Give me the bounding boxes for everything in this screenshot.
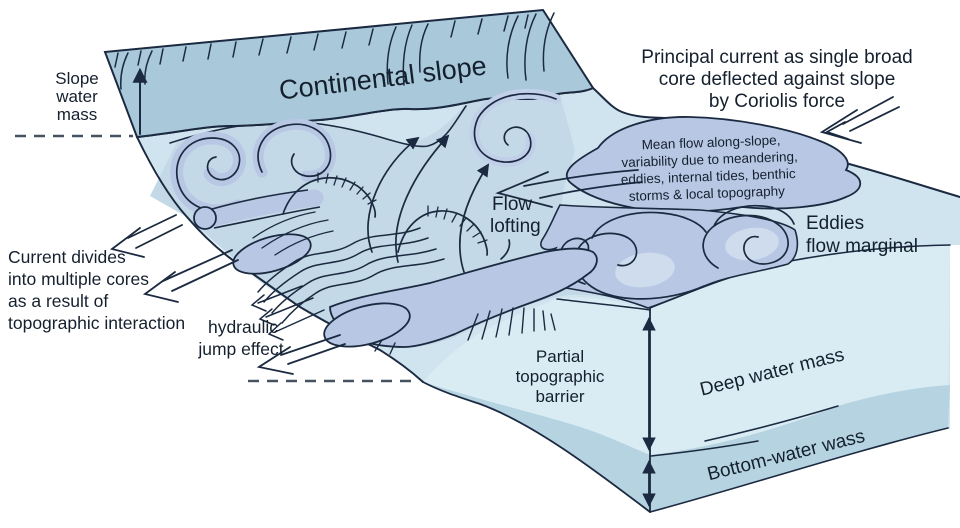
hydraulic-arrow-shaft [280, 334, 346, 365]
eddy-eye-right [725, 227, 779, 261]
hydraulic-arrow-head [256, 346, 294, 375]
partial-barrier-line2: topographic [516, 367, 605, 386]
eddy-spiral-left-2 [257, 123, 332, 177]
eddies-marginal-line1: Eddies [806, 213, 864, 234]
core-tube-end [193, 206, 217, 230]
band-boundary-line-a [650, 440, 759, 457]
multicore-streamlines [257, 227, 445, 324]
flow-lofting-line1: Flow [492, 194, 532, 215]
eddy-spiral-left-1 [175, 137, 241, 212]
coriolis-arrow [819, 96, 900, 144]
lofting-arrow-tail [500, 239, 511, 260]
lofting-arrow-3 [459, 163, 490, 273]
flow-lofting-arrows [367, 134, 511, 273]
mound-1-crest-hatch [317, 172, 377, 205]
mean-flow-arrow-head [495, 171, 553, 208]
slope-hatch-ticks [114, 14, 529, 68]
eddy-spiral-right-b-arm [713, 204, 795, 227]
partial-barrier-label: Partial topographic barrier [516, 347, 605, 406]
divides-arrow-2-shaft [162, 249, 239, 292]
principal-current-line1: Principal current as single broad [641, 47, 912, 68]
coriolis-arrow-inner-chevron [824, 121, 849, 140]
multicore-arrow-2 [258, 297, 314, 326]
multicore-arrow-3 [267, 309, 325, 341]
mean-flow-line4: storms & local topography [629, 183, 786, 203]
seafloor-front-edge [136, 136, 424, 383]
mean-flow-line1: Mean flow along-slope, [641, 133, 780, 153]
mean-flow-line3: eddies, internal tides, benthic [621, 166, 797, 187]
slope-water-mass-line2: water [55, 87, 98, 106]
principal-current-line2: core deflected against slope [659, 69, 896, 90]
eddy-spiral-right-a [574, 232, 705, 300]
barrier-face [423, 297, 650, 455]
bottom-right-edge [649, 427, 949, 513]
eddy-eye-left [615, 252, 675, 288]
mean-flow-core-blob [565, 116, 862, 213]
divides-arrow-1-shaft [127, 214, 183, 249]
lofting-arrow-1 [367, 136, 420, 253]
flow-lofting-label: Flow lofting [490, 194, 541, 237]
coriolis-arrow-shaft-b [849, 106, 900, 132]
core-tube-band [204, 189, 324, 227]
divides-arrow-1-head [109, 227, 145, 258]
eddies-marginal-label: Eddies flow marginal [806, 213, 918, 257]
partial-barrier-line1: Partial [536, 347, 584, 366]
flow-features [170, 88, 862, 355]
current-divides-line4: topographic interaction [8, 313, 185, 333]
mean-flow-line2: variability due to meandering, [621, 149, 798, 170]
principal-current-label: Principal current as single broad core d… [641, 47, 912, 112]
core-ellipse-2 [323, 302, 411, 348]
right-edge-fill [950, 197, 960, 245]
eddy-spiral-top [473, 92, 557, 163]
hydraulic-jump-label: hydraulic jump effect [197, 317, 283, 359]
hydraulic-jump-arrow [256, 334, 346, 375]
barrier-flank-hatch-fan [374, 307, 556, 355]
lofting-arrow-2 [395, 134, 450, 263]
mound-1-outline [282, 176, 377, 218]
surface-face-divider [556, 298, 651, 311]
flow-lofting-line2: lofting [490, 216, 541, 237]
partial-barrier-line3: barrier [535, 387, 584, 406]
coriolis-arrow-head [819, 109, 862, 144]
bottom-water-band-right [650, 385, 950, 512]
current-divides-line3: as a result of [8, 291, 108, 311]
coriolis-arrow-shaft-a [842, 96, 894, 125]
topographic-features [252, 172, 556, 355]
mean-flow-label: Mean flow along-slope, variability due t… [621, 133, 798, 204]
divides-arrow-2-head [142, 271, 179, 303]
mound-1-flank-lines [252, 211, 334, 256]
current-divides-label: Current divides into multiple cores as a… [8, 247, 185, 333]
core-tube-edges [211, 189, 321, 229]
bottom-water-band-left [423, 382, 650, 512]
eddy-spiral-right-a-arm [591, 211, 707, 239]
current-divides-line1: Current divides [8, 247, 126, 267]
slope-water-mass-line1: Slope [55, 69, 98, 88]
slope-water-mass-label: Slope water mass [55, 69, 99, 124]
current-divides-arrows [109, 214, 239, 303]
eddy-spiral-right-b [702, 214, 789, 269]
mean-flow-arrow-shaft-top [523, 169, 639, 187]
bottom-left-edge [422, 381, 651, 513]
reference-lines [15, 134, 418, 383]
hydraulic-jump-line2: jump effect [197, 339, 283, 359]
multicore-arrow-1 [250, 285, 303, 312]
slope-water-mass-line3: mass [57, 105, 98, 124]
current-divides-line2: into multiple cores [8, 269, 149, 289]
principal-current-line3: by Coriolis force [709, 91, 845, 112]
mean-flow-arrow-shaft-bottom [539, 181, 643, 199]
band-boundary-line-b [704, 405, 839, 442]
mean-flow-arrow [495, 169, 643, 208]
eddies-marginal-line2: flow marginal [806, 236, 918, 257]
flow-arrows [109, 67, 900, 508]
multicore-arrows [250, 285, 325, 341]
hydraulic-jump-line1: hydraulic [208, 317, 278, 337]
